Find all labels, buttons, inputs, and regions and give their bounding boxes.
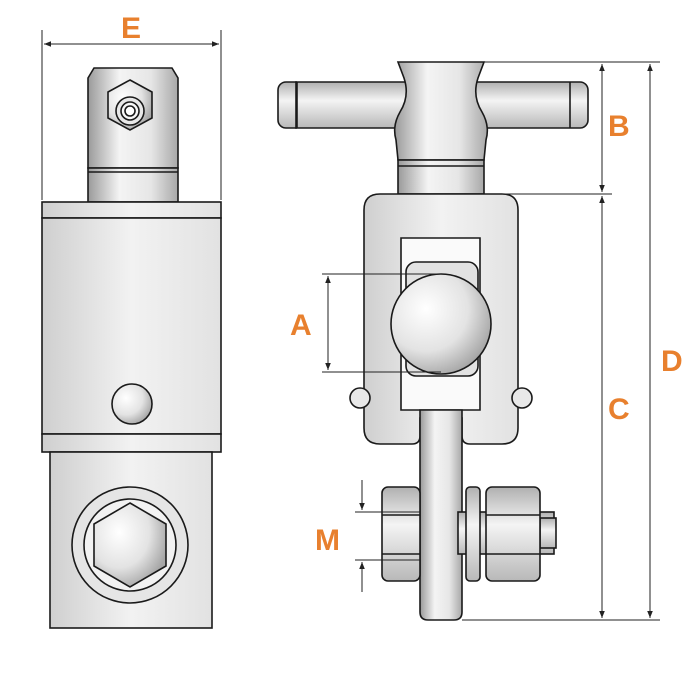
set-screw-icon [107, 79, 153, 131]
bottom-block [49, 451, 213, 629]
label-c: C [608, 393, 630, 426]
hex-nut-icon [93, 502, 167, 588]
dimension-labels: E B A D C M [121, 12, 683, 557]
left-nut-icon [381, 486, 421, 582]
clamp-roller [390, 261, 492, 377]
connector-blade [419, 409, 463, 621]
right-front-view [277, 61, 589, 621]
dimension-e [41, 30, 222, 200]
bolt-assembly [381, 486, 557, 582]
left-side-view [41, 67, 222, 629]
label-b: B [608, 110, 630, 143]
washer-icon [465, 486, 481, 582]
label-d: D [661, 345, 683, 378]
main-body [41, 201, 222, 453]
right-nut-icon [485, 486, 541, 582]
t-handle [277, 61, 589, 195]
label-m: M [315, 524, 340, 557]
dimension-lines [322, 61, 660, 621]
label-e: E [121, 12, 141, 45]
label-a: A [290, 309, 312, 342]
